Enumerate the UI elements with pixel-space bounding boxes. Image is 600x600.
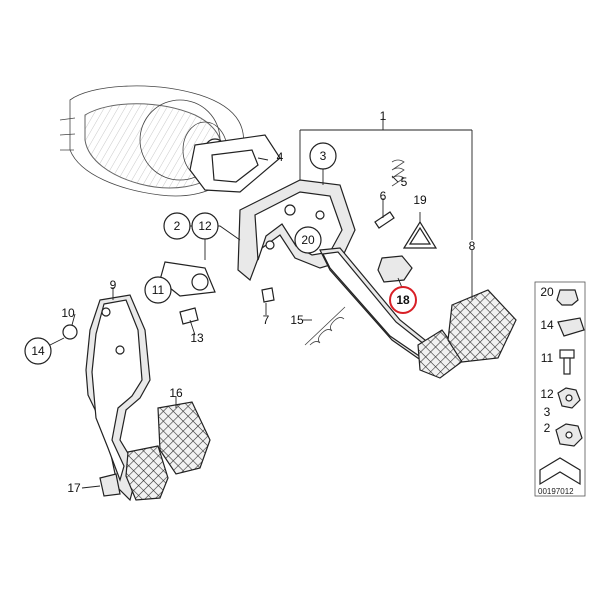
callout-label-9: 9 (110, 278, 117, 292)
sidebar-collar-nut-icon (555, 423, 583, 447)
sidebar-nut-icon (557, 387, 581, 409)
callout-label-15: 15 (290, 313, 304, 327)
sidebar-legend: 20 14 11 12 3 2 00197012 (534, 281, 586, 497)
callout-label-10: 10 (61, 306, 75, 320)
callout-9: 9 (110, 278, 117, 292)
sidebar-label-20: 20 (540, 285, 554, 299)
callout-label-7: 7 (263, 313, 270, 327)
callout-16: 16 (169, 386, 183, 400)
brake-pedal-drawing (319, 247, 517, 379)
callout-label-5: 5 (401, 175, 408, 189)
callout-label-2: 2 (174, 219, 181, 233)
callout-label-14: 14 (31, 344, 45, 358)
sidebar-clip-icon (557, 317, 585, 337)
callout-14: 14 (24, 337, 52, 365)
sidebar-label-14: 14 (540, 318, 554, 332)
callout-20: 20 (294, 226, 322, 254)
callout-label-6: 6 (380, 189, 387, 203)
callout-15: 15 (290, 313, 304, 327)
sidebar-items: 20 14 11 12 3 2 (540, 285, 554, 435)
callout-label-11: 11 (152, 283, 165, 297)
callout-circle-14 (24, 337, 52, 365)
callout-3: 3 (309, 142, 337, 170)
sidebar-bolt-icon (559, 349, 575, 375)
callout-label-4: 4 (277, 150, 284, 164)
callout-18: 18 (389, 286, 417, 314)
sidebar-label-12: 12 (540, 387, 554, 401)
callout-circle-11 (144, 276, 172, 304)
sidebar-grommet-icon (556, 289, 579, 306)
callout-8: 8 (469, 239, 476, 253)
callout-12: 12 (191, 212, 219, 240)
callout-label-3: 3 (320, 149, 327, 163)
callout-2: 2 (163, 212, 191, 240)
sidebar-box (534, 281, 586, 497)
callout-label-16: 16 (169, 386, 183, 400)
callout-label-13: 13 (190, 331, 204, 345)
gasket-drawing (189, 134, 281, 193)
callout-circle-20 (294, 226, 322, 254)
sidebar-label-3: 3 (544, 405, 551, 419)
callout-6: 6 (380, 189, 387, 203)
sidebar-label-2: 2 (544, 421, 551, 435)
callout-label-18: 18 (396, 293, 410, 307)
callout-13: 13 (190, 331, 204, 345)
callout-4: 4 (277, 150, 284, 164)
callout-circle-3 (309, 142, 337, 170)
callout-1: 1 (380, 109, 387, 123)
callout-label-20: 20 (301, 233, 315, 247)
sidebar-label-11: 11 (541, 351, 554, 365)
callout-circle-2 (163, 212, 191, 240)
sidebar-carpet-icon (539, 457, 581, 486)
callout-5: 5 (401, 175, 408, 189)
diagram-code: 00197012 (538, 487, 574, 496)
callout-label-17: 17 (67, 481, 81, 495)
callout-label-19: 19 (413, 193, 427, 207)
callout-label-1: 1 (380, 109, 387, 123)
callout-7: 7 (263, 313, 270, 327)
callout-10: 10 (61, 306, 75, 320)
callout-11: 11 (144, 276, 172, 304)
callout-circle-18 (389, 286, 417, 314)
callout-circle-12 (191, 212, 219, 240)
callout-17: 17 (67, 481, 81, 495)
clutch-pedal-drawing (85, 294, 211, 502)
callout-label-12: 12 (198, 219, 212, 233)
callout-19: 19 (413, 193, 427, 207)
callout-label-8: 8 (469, 239, 476, 253)
